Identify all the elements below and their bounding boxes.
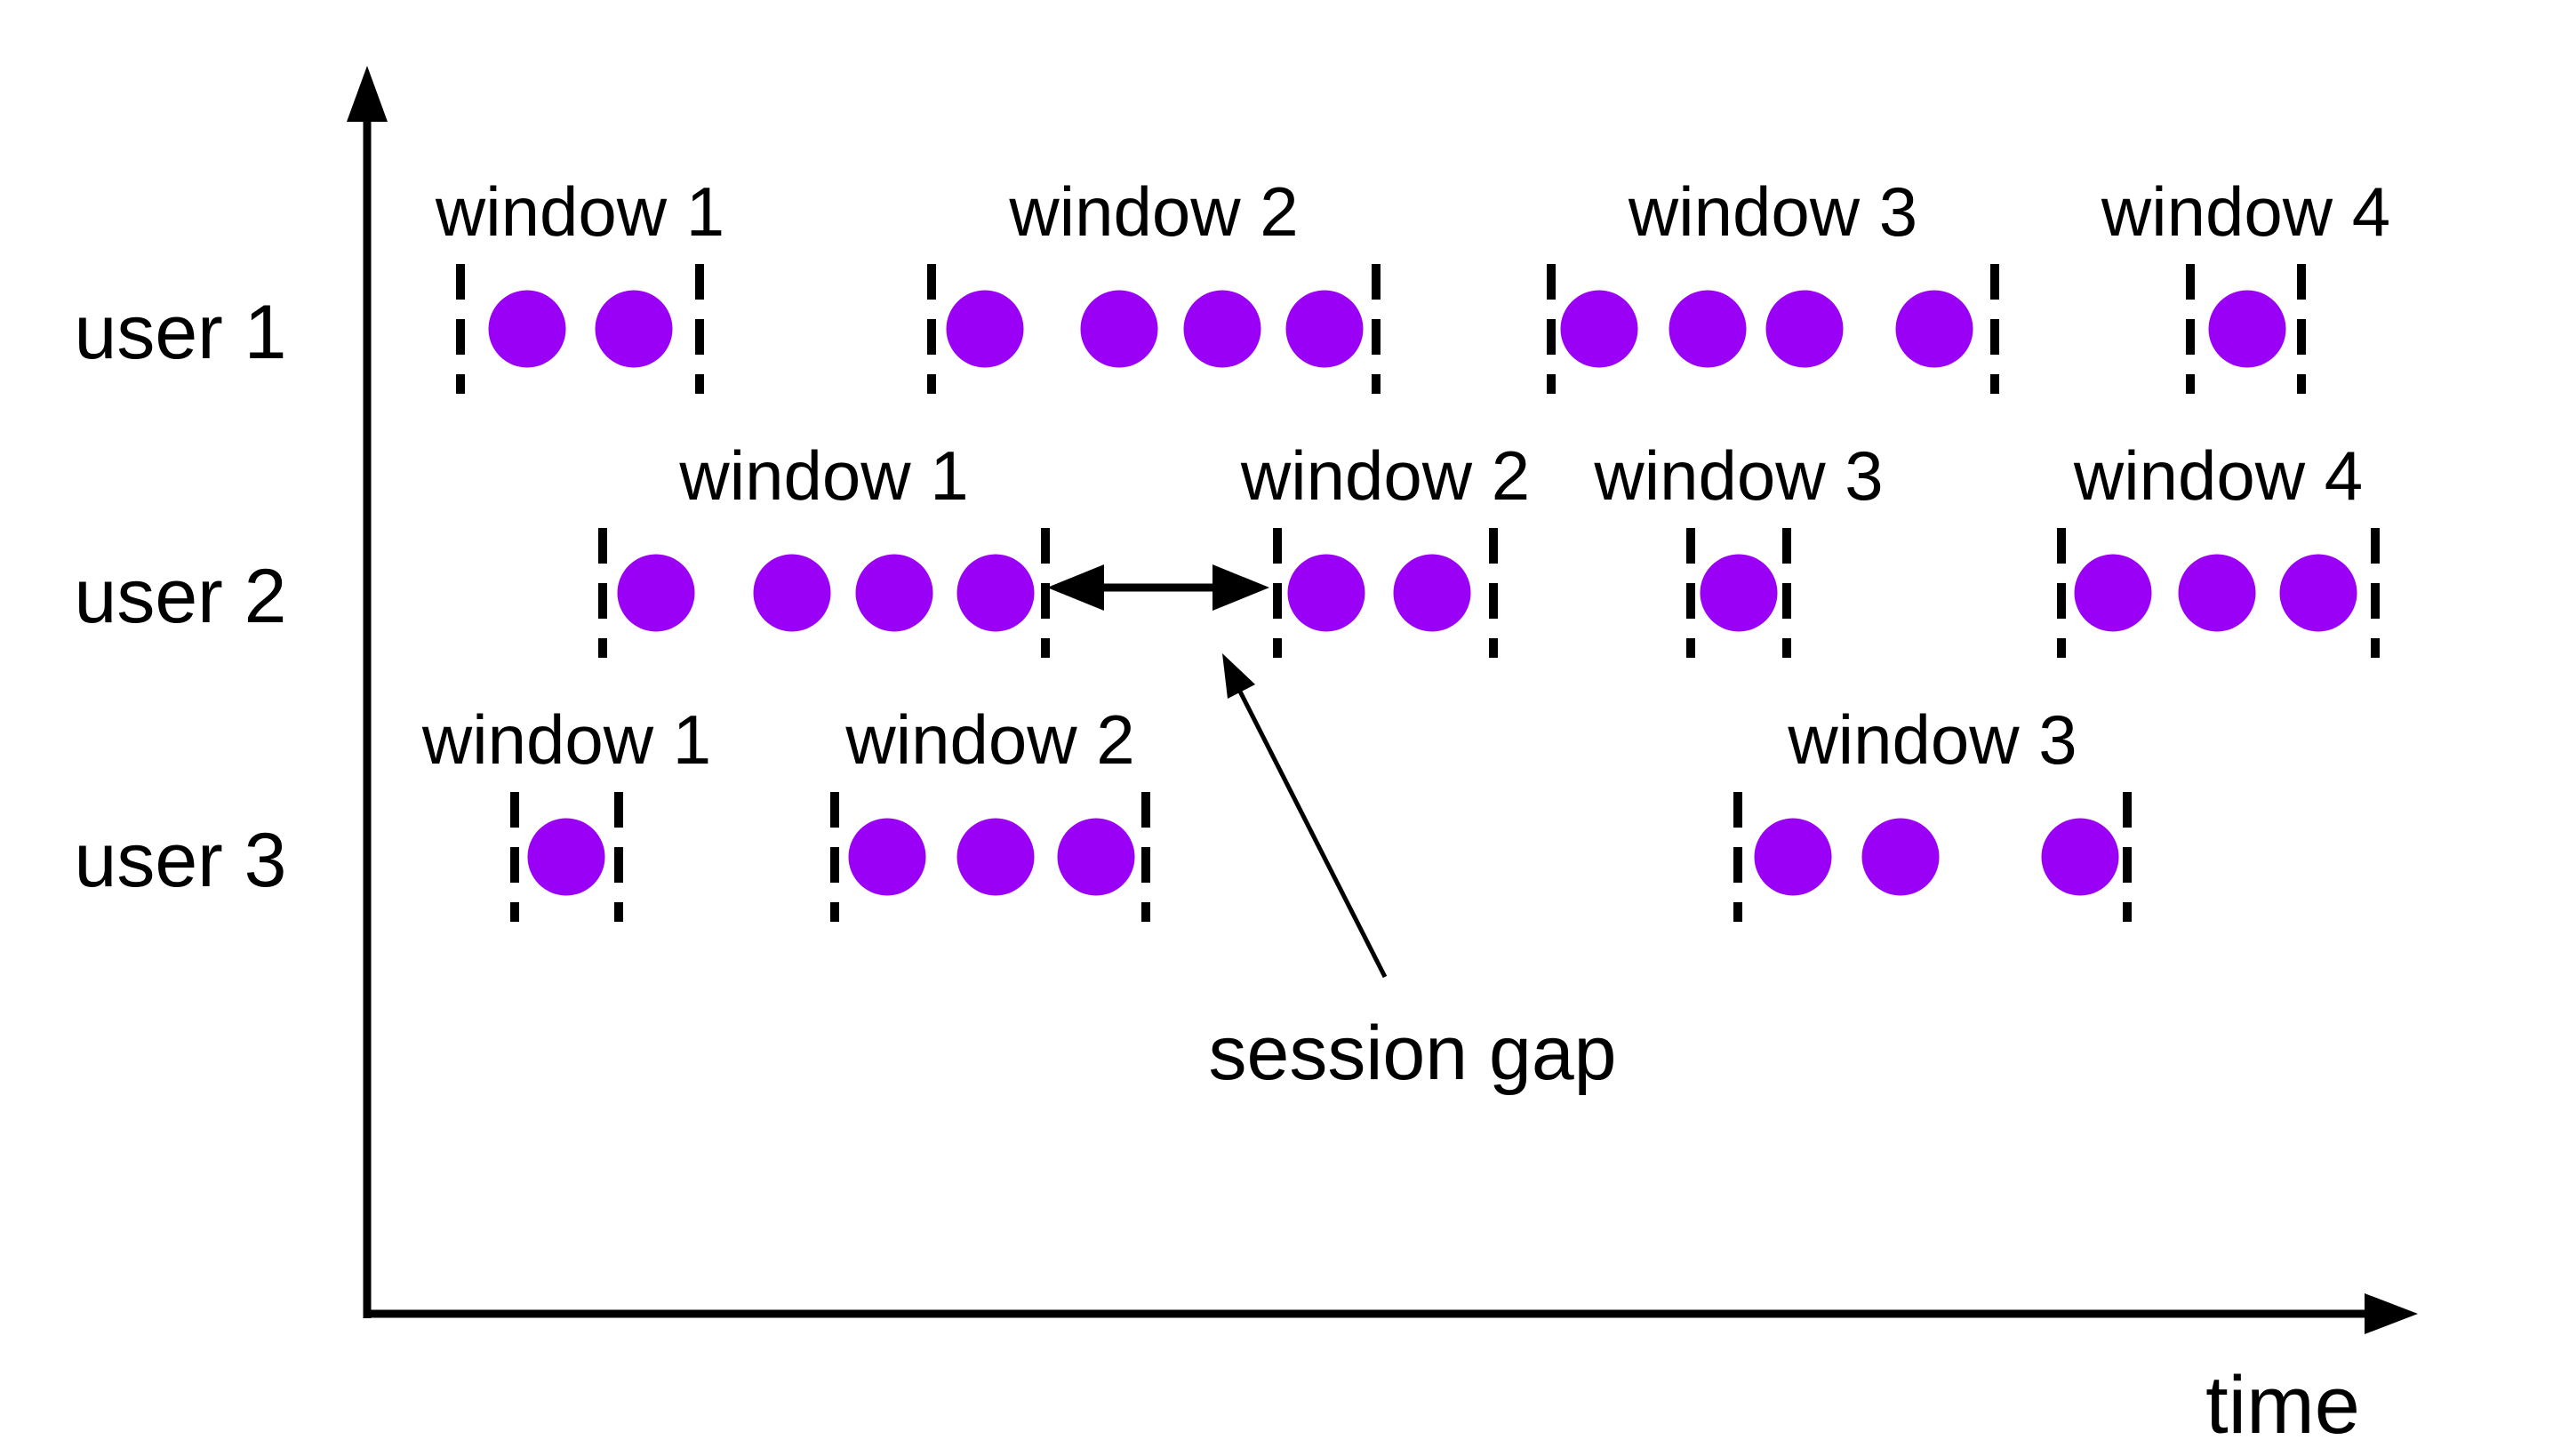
event-dot [848,818,926,896]
user-row: user 2 window 1 window 2 window 3 window 4 [74,436,2380,658]
event-dot [1057,818,1135,896]
user-row: user 3 window 1 window 2 window 3 [74,700,2132,922]
session-window: window 2 [1240,436,1530,658]
event-dot [1765,290,1844,368]
event-dot [1183,290,1261,368]
session-window: window 4 [2057,436,2380,658]
event-dot [488,290,566,368]
window-label: window 1 [421,700,711,779]
event-dot [2041,818,2119,896]
event-dot [956,554,1035,632]
window-label: window 2 [1240,436,1530,515]
event-dot [1560,290,1638,368]
session-gap-label: session gap [1209,1011,1617,1096]
event-dot [2074,554,2152,632]
window-label: window 3 [1628,172,1917,251]
session-window: window 3 [1733,700,2132,922]
window-label: window 2 [844,700,1134,779]
session-gap-annotation: session gap [1047,564,1616,1096]
event-dot [527,818,605,896]
y-axis-arrowhead-icon [347,66,388,122]
event-dot [1393,554,1471,632]
window-label: window 3 [1787,700,2077,779]
event-dot [1895,290,1973,368]
event-dot [753,554,831,632]
time-axis-label: time [2205,1360,2360,1451]
event-dot [1861,818,1940,896]
window-label: window 3 [1593,436,1883,515]
gap-double-arrow-right-head-icon [1212,564,1269,611]
event-dot [1287,554,1365,632]
session-window: window 1 [598,436,1050,658]
session-window: window 4 [2101,172,2390,394]
gap-double-arrow-left-head-icon [1047,564,1104,611]
session-window: window 1 [421,700,711,922]
window-label: window 4 [2073,436,2363,515]
event-dot [1700,554,1778,632]
user-label: user 1 [74,290,286,375]
x-axis-arrowhead-icon [2365,1293,2418,1334]
session-window: window 2 [830,700,1150,922]
session-window: window 3 [1593,436,1884,658]
event-dot [855,554,933,632]
user-label: user 2 [74,554,286,639]
event-dot [946,290,1024,368]
gap-pointer-line [1236,688,1388,979]
event-dot [2208,290,2286,368]
event-dot [2279,554,2357,632]
event-dot [1669,290,1747,368]
session-window: window 3 [1547,172,1999,394]
window-label: window 2 [1008,172,1298,251]
window-label: window 4 [2101,172,2390,251]
event-dot [617,554,695,632]
user-label: user 3 [74,818,286,903]
event-dot [2178,554,2256,632]
session-window: window 1 [435,172,724,394]
session-window: window 2 [927,172,1381,394]
event-dot [1080,290,1158,368]
user-row: user 1 window 1 window 2 window 3 window 4 [74,172,2390,394]
event-dot [956,818,1035,896]
window-label: window 1 [678,436,968,515]
window-label: window 1 [435,172,724,251]
axes: time [347,66,2418,1451]
event-dot [1285,290,1364,368]
event-dot [595,290,673,368]
event-dot [1754,818,1832,896]
gap-pointer-arrowhead-icon [1222,653,1255,699]
